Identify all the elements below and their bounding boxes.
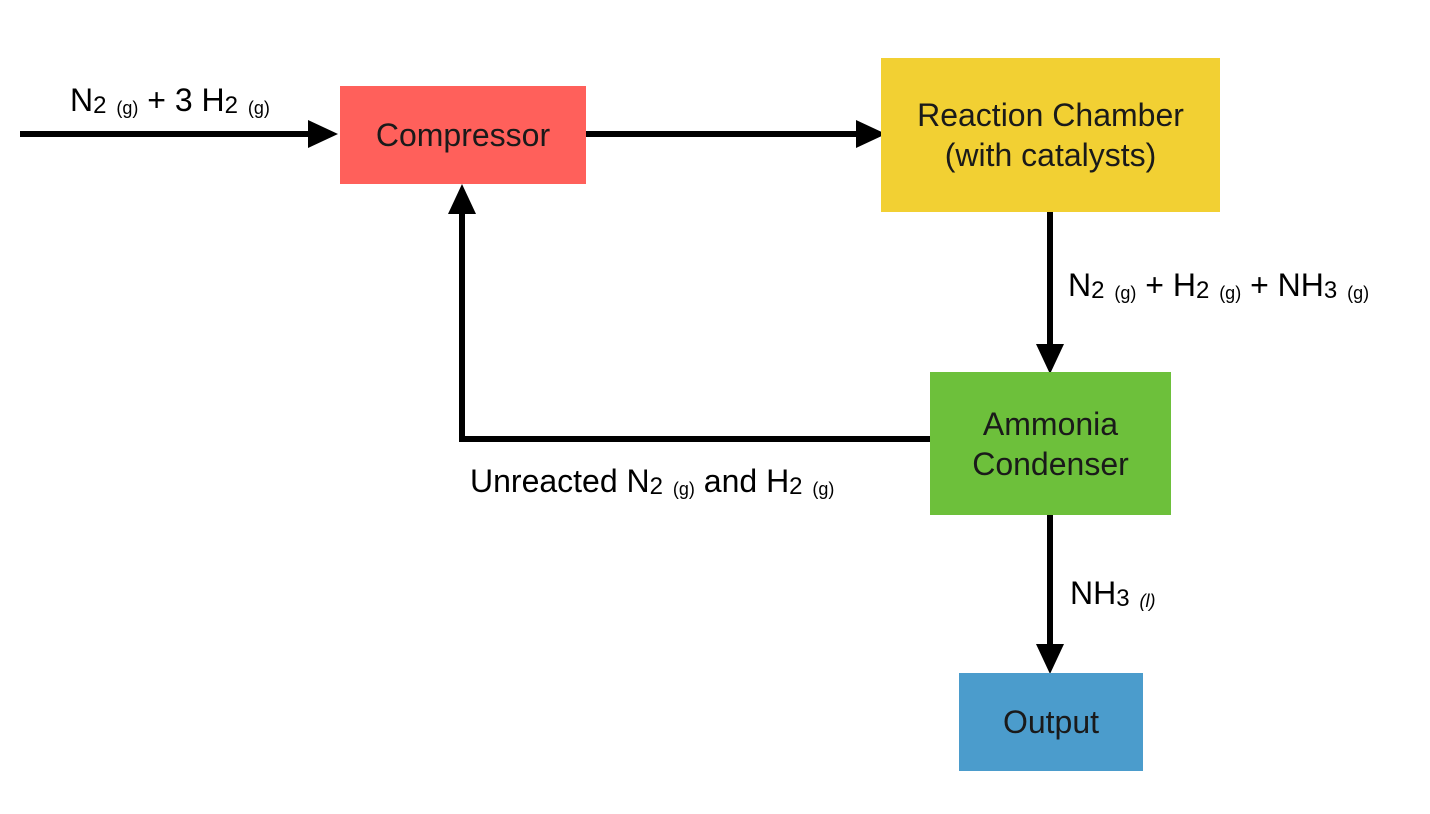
output-label: Output bbox=[1002, 704, 1100, 740]
condenser-line2: Condenser bbox=[972, 445, 1129, 482]
reaction-output-label: N2 (g) + H2 (g) + NH3 (g) bbox=[1068, 267, 1370, 304]
arrowhead-reaction bbox=[856, 120, 886, 148]
reaction-chamber-line1: Reaction Chamber bbox=[917, 97, 1184, 133]
compressor-box: Compressor bbox=[340, 86, 586, 184]
arrow-recycle-loop bbox=[459, 212, 930, 442]
arrowhead-recycle bbox=[448, 184, 476, 214]
input-flow-label: N2 (g) + 3 H2 (g) bbox=[70, 82, 270, 119]
reaction-chamber-box: Reaction Chamber (with catalysts) bbox=[881, 58, 1220, 212]
product-flow-label: NH3 (l) bbox=[1070, 575, 1156, 612]
condenser-line1: Ammonia bbox=[982, 405, 1119, 442]
arrowhead-output bbox=[1036, 644, 1064, 674]
reaction-chamber-line2: (with catalysts) bbox=[944, 137, 1157, 173]
arrowhead-condenser bbox=[1036, 344, 1064, 374]
compressor-label: Compressor bbox=[375, 117, 551, 153]
output-box: Output bbox=[959, 673, 1143, 771]
recycle-flow-label: Unreacted N2 (g) and H2 (g) bbox=[470, 463, 835, 500]
ammonia-condenser-box: Ammonia Condenser bbox=[930, 372, 1171, 515]
arrowhead-input bbox=[308, 120, 338, 148]
